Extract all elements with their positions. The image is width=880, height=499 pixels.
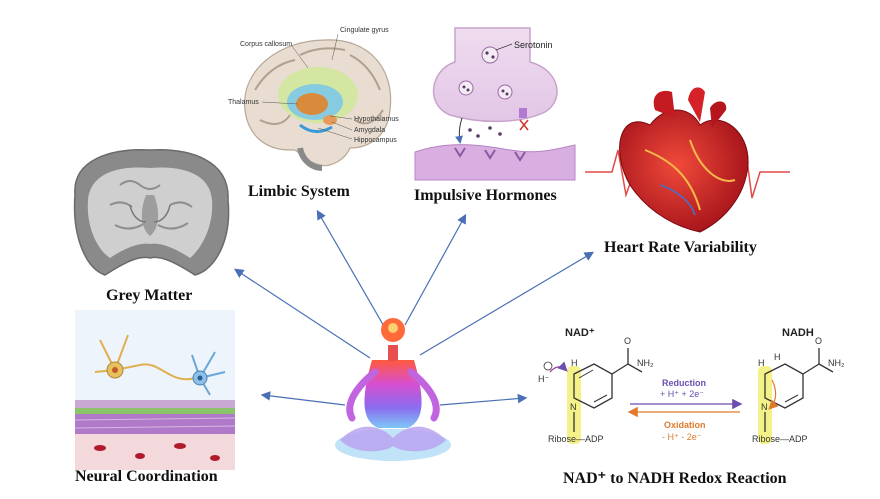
caption-limbic-system: Limbic System — [248, 183, 350, 200]
arrow-to-neural — [260, 391, 346, 406]
label-cingulate-gyrus: Cingulate gyrus — [340, 27, 389, 34]
grey-matter-brain-image — [73, 149, 230, 276]
arrow-to-redox — [439, 393, 528, 406]
reduction-label: Reduction — [662, 378, 706, 388]
arrow-to-heart — [419, 251, 595, 356]
neural-image — [74, 310, 236, 470]
nadh-ribose: Ribose—ADP — [752, 434, 808, 444]
nad-structure: O NH₂ N Ribose—ADP H H⁻ — [538, 336, 654, 444]
nadh-label: NADH — [782, 327, 814, 339]
caption-redox-reaction: NAD⁺ to NADH Redox Reaction — [563, 470, 787, 487]
nad-o-atom: O — [624, 336, 631, 346]
heart-image — [585, 87, 790, 233]
arrow-to-grey-matter — [233, 268, 371, 359]
redox-reaction: NAD⁺ NADH O NH₂ N Ribose—ADP H H⁻ Reduct… — [538, 327, 845, 444]
nadh-h-atom-a: H — [758, 358, 765, 368]
nadh-h-atom-b: H — [774, 352, 781, 362]
synapse-image: Serotonin — [414, 27, 576, 181]
connector-arrows — [233, 209, 595, 406]
nadh-n-atom: N — [761, 402, 768, 412]
nad-n-atom: N — [570, 402, 577, 412]
nad-nh2: NH₂ — [637, 358, 654, 368]
nad-h-atom: H — [571, 358, 578, 368]
label-amygdala: Amygdala — [354, 127, 385, 134]
caption-neural-coordination: Neural Coordination — [75, 468, 218, 485]
label-corpus-callosum: Corpus callosum — [240, 41, 292, 48]
caption-grey-matter: Grey Matter — [106, 287, 193, 304]
limbic-brain-image: Corpus callosum Cingulate gyrus Thalamus… — [228, 27, 399, 171]
label-serotonin: Serotonin — [514, 40, 553, 50]
h-minus: H⁻ — [538, 374, 549, 384]
reduction-terms: + H⁺ + 2e⁻ — [660, 389, 704, 399]
nad-label: NAD⁺ — [565, 327, 595, 339]
nadh-nh2: NH₂ — [828, 358, 845, 368]
arrow-to-limbic — [316, 209, 386, 329]
label-hippocampus: Hippocampus — [354, 137, 397, 144]
label-thalamus: Thalamus — [228, 99, 259, 106]
nadh-structure: O NH₂ N Ribose—ADP H H — [752, 336, 845, 444]
caption-heart-rate-variability: Heart Rate Variability — [604, 239, 757, 256]
nad-ribose: Ribose—ADP — [548, 434, 604, 444]
oxidation-label: Oxidation — [664, 420, 706, 430]
caption-impulsive-hormones: Impulsive Hormones — [414, 187, 557, 204]
oxidation-terms: - H⁺ - 2e⁻ — [662, 432, 702, 442]
nadh-o-atom: O — [815, 336, 822, 346]
label-hypothalamus: Hypothalamus — [354, 116, 399, 123]
arrow-to-hormones — [404, 213, 467, 326]
meditating-figure-image — [335, 318, 451, 461]
